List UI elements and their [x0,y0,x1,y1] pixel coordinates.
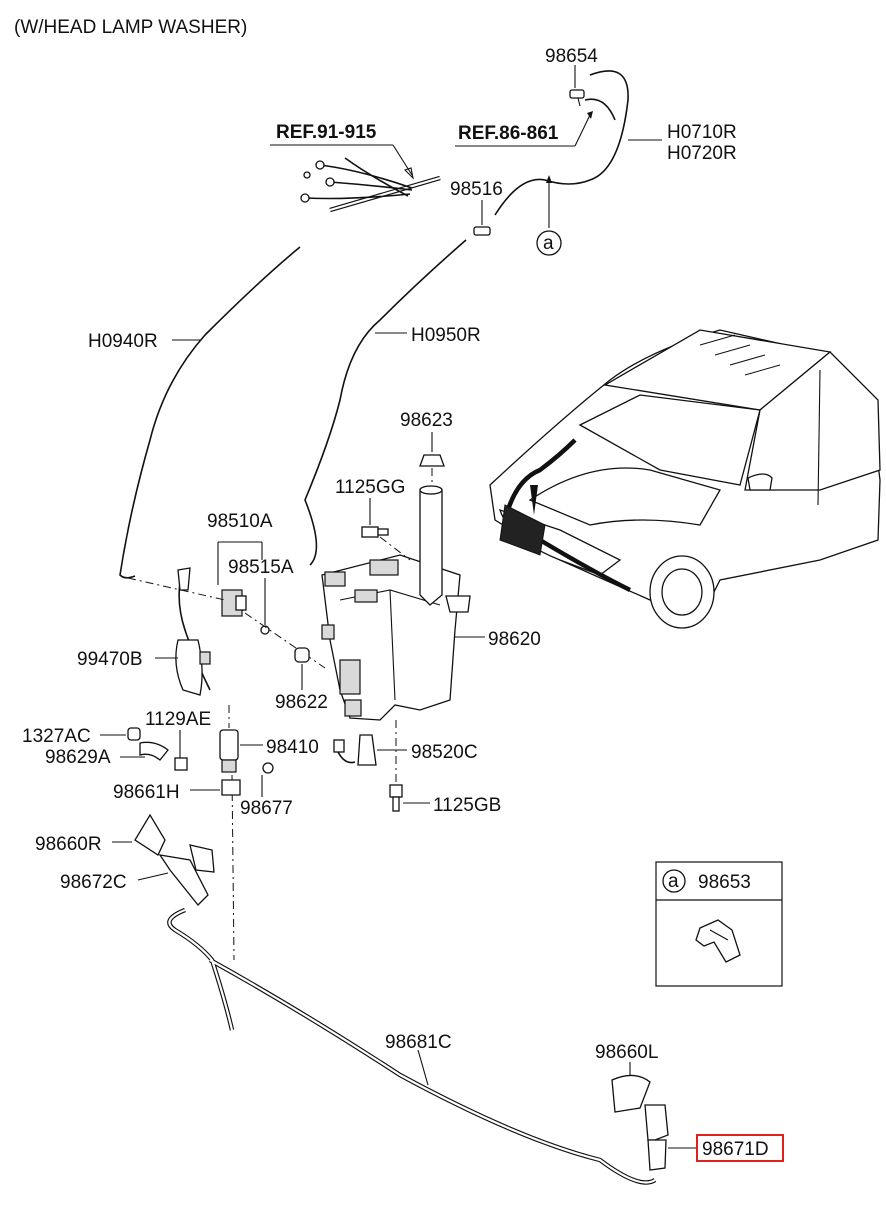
ref-86-861-label: REF.86-861 [458,123,559,144]
label-98620: 98620 [488,629,541,650]
callout-a-circle[interactable] [536,230,562,256]
label-98661h: 98661H [113,782,180,803]
label-98410: 98410 [266,737,319,758]
label-98660l: 98660L [595,1042,658,1063]
label-98671d[interactable]: 98671D [702,1139,769,1160]
label-1129ae: 1129AE [145,709,211,730]
wiring-harness-ref [270,144,441,213]
label-98654: 98654 [545,46,598,67]
highlighted-part-box[interactable] [696,1134,784,1162]
label-h0940r: H0940R [88,331,158,352]
label-1125gg: 1125GG [335,477,405,498]
label-1125gb: 1125GB [433,795,501,816]
inset-98653: a 98653 [655,861,783,987]
label-98629a: 98629A [45,747,111,768]
inset-part-number: 98653 [698,872,751,893]
ref-91-915-label: REF.91-915 [276,122,377,143]
label-98677: 98677 [240,798,293,819]
inset-callout-a: a [668,871,679,892]
label-98516: 98516 [450,179,503,200]
label-h0950r: H0950R [411,325,481,346]
label-h0710r: H0710R [667,122,737,143]
callout-a-label[interactable]: a [543,233,554,254]
label-h0720r: H0720R [667,143,737,164]
vehicle-illustration [489,329,881,629]
label-98660r: 98660R [35,834,102,855]
label-99470b: 99470B [77,649,143,670]
hose-98681c [167,907,657,1185]
label-98510a: 98510A [207,511,273,532]
label-98622: 98622 [275,692,328,713]
diagram-title: (W/HEAD LAMP WASHER) [14,17,247,38]
label-98515a: 98515A [228,557,294,578]
label-98672c: 98672C [60,872,127,893]
label-1327ac: 1327AC [22,726,91,747]
label-98520c: 98520C [411,742,478,763]
washer-reservoir [321,485,471,721]
label-98623: 98623 [400,410,453,431]
label-98681c: 98681C [385,1032,452,1053]
